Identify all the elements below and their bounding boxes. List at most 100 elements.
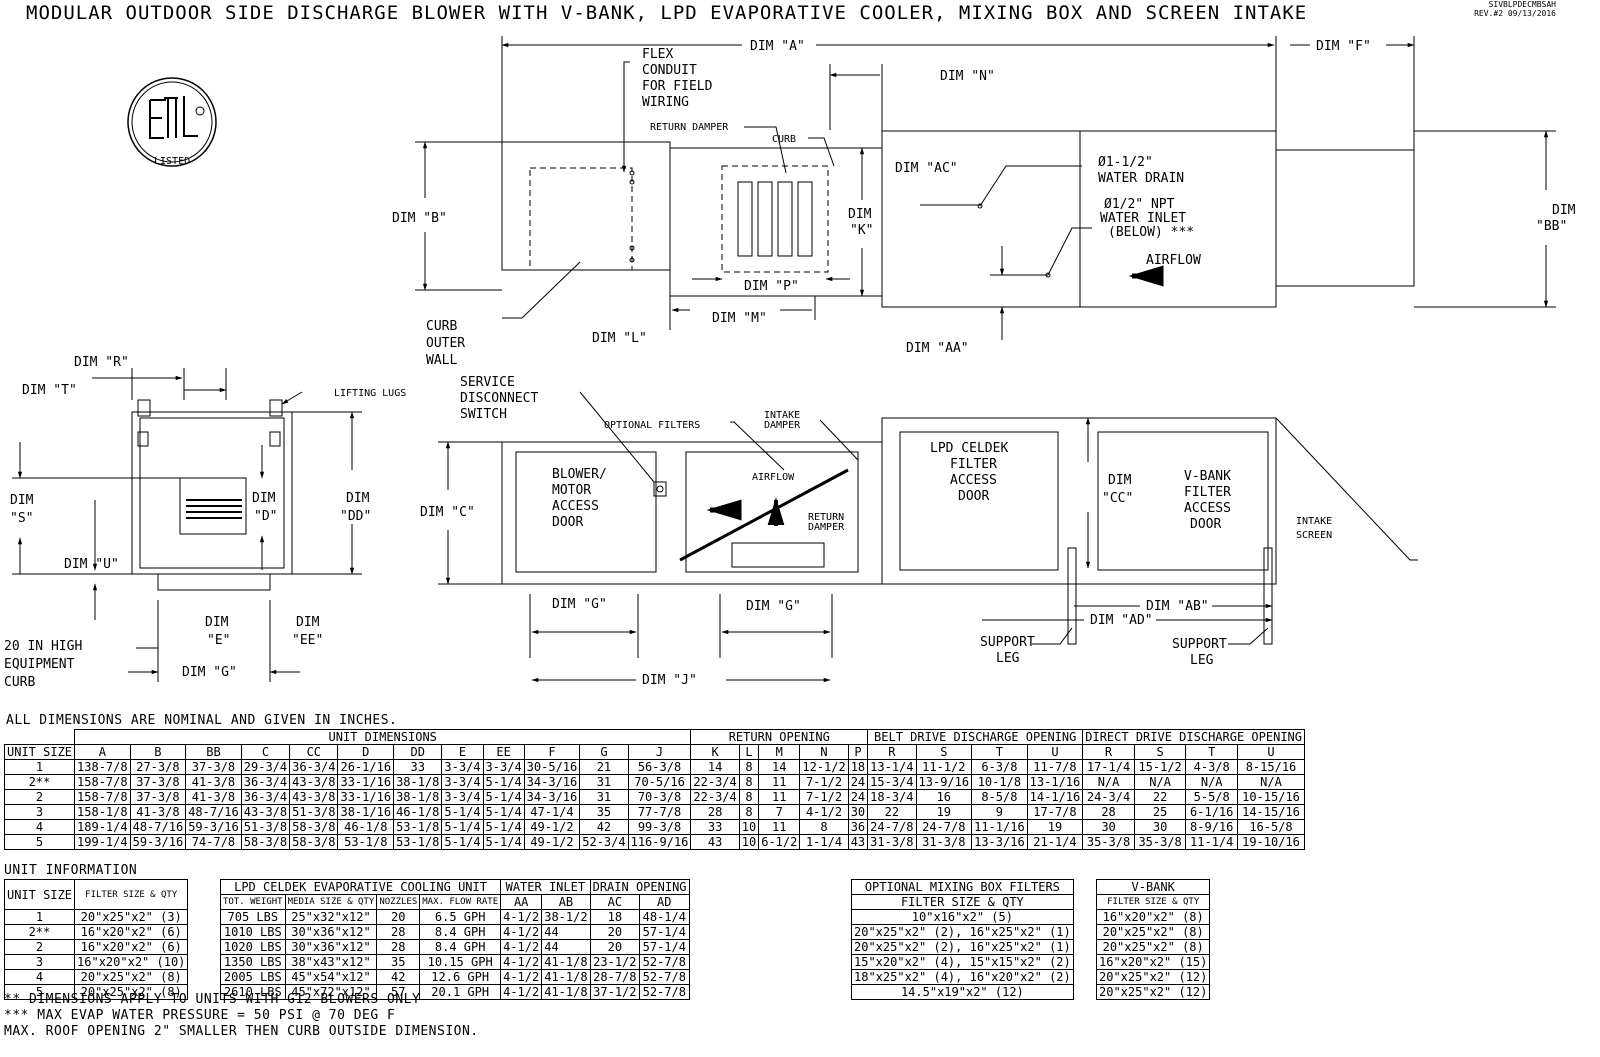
table-cell: 46-1/8 [337, 819, 395, 835]
table-cell: 33-1/16 [337, 789, 395, 805]
table-cell: 53-1/8 [393, 819, 443, 835]
dim-b-label: DIM "B" [392, 211, 447, 226]
drain-opening-header: DRAIN OPENING [589, 879, 690, 895]
table-cell: 41-1/8 [541, 984, 591, 1000]
intake-screen-1: INTAKE [1296, 516, 1332, 527]
table-cell: 10 [738, 834, 760, 850]
table-cell: 2005 LBS [220, 969, 286, 985]
table-cell: 8-15/16 [1236, 759, 1306, 775]
table-cell: 5-1/4 [482, 804, 525, 820]
dim-col-header: DD [393, 744, 443, 760]
table-cell: 28 [690, 804, 740, 820]
lpd-door-2: FILTER [950, 457, 997, 472]
table-cell: 41-3/8 [185, 789, 242, 805]
table-cell: 30 [847, 804, 869, 820]
table-cell: 1350 LBS [220, 954, 286, 970]
table-cell: 3-3/4 [441, 789, 484, 805]
table-cell: 12.6 GPH [419, 969, 502, 985]
table-cell: 28 [376, 924, 421, 940]
table-cell: 20 [589, 924, 641, 940]
table-cell: 10-15/16 [1236, 789, 1306, 805]
table-cell: 31-3/8 [867, 834, 917, 850]
table-cell: 57-1/4 [639, 939, 690, 955]
vbank-door-3: ACCESS [1184, 501, 1231, 516]
table-cell: 705 LBS [220, 909, 286, 925]
table-cell: 53-1/8 [393, 834, 443, 850]
table-cell: 18-3/4 [867, 789, 917, 805]
dim-u-label: DIM "U" [64, 557, 119, 572]
table-cell: 20"x25"x2" (2), 16"x25"x2" (1) [851, 924, 1074, 940]
table-cell: 37-3/8 [185, 759, 242, 775]
lpd-door-3: ACCESS [950, 473, 997, 488]
mixing-box-body: 10"x16"x2" (5)20"x25"x2" (2), 16"x25"x2"… [851, 909, 1074, 1000]
table-cell: 41-1/8 [541, 954, 591, 970]
table-cell: 5 [3, 834, 76, 850]
blower-door-3: ACCESS [552, 499, 599, 514]
table-cell: 13-9/16 [915, 774, 973, 790]
lpd-door-4: DOOR [958, 489, 989, 504]
table-cell: 38-1/2 [541, 909, 591, 925]
table-cell: 48-1/4 [639, 909, 690, 925]
table-cell: 38-1/8 [393, 789, 443, 805]
service-disconnect-3: SWITCH [460, 407, 507, 422]
table-cell: 22 [867, 804, 917, 820]
dim-col-header: D [337, 744, 395, 760]
table-cell: 56-3/8 [627, 759, 692, 775]
technical-drawing: LISTED [4, 36, 1576, 690]
lpd-group-header: LPD CELDEK EVAPORATIVE COOLING UNIT [219, 879, 502, 895]
table-cell: 44 [541, 939, 591, 955]
table-cell: 18"x25"x2" (4), 16"x20"x2" (2) [851, 969, 1074, 985]
table-cell: 43 [847, 834, 869, 850]
table-cell: 70-5/16 [627, 774, 692, 790]
table-cell: 41-1/8 [541, 969, 591, 985]
dim-j-label: DIM "J" [642, 673, 697, 688]
table-cell: 11 [758, 774, 801, 790]
lpd-col-header: MEDIA SIZE & QTY [284, 894, 378, 910]
table-cell: 22 [1133, 789, 1187, 805]
mixing-box-column: FILTER SIZE & QTY [851, 894, 1074, 910]
table-cell: 49-1/2 [523, 834, 581, 850]
table-cell: 24-7/8 [867, 819, 917, 835]
curb-label: CURB [772, 134, 796, 145]
group-header-direct: DIRECT DRIVE DISCHARGE OPENING [1082, 729, 1305, 745]
table-cell: 24-3/4 [1082, 789, 1135, 805]
mixing-box-header: OPTIONAL MIXING BOX FILTERS [851, 879, 1074, 895]
dim-g-end-label: DIM "G" [182, 665, 237, 680]
side-view [438, 391, 1418, 683]
table-row: 15"x20"x2" (4), 15"x15"x2" (2) [851, 954, 1074, 970]
table-cell: 33-1/16 [337, 774, 395, 790]
lpd-col-header: AA [500, 894, 543, 910]
table-cell: 29-3/4 [240, 759, 291, 775]
table-cell: 37-3/8 [129, 774, 187, 790]
dim-col-header: T [1185, 744, 1238, 760]
table-row: 20"x25"x2" (12) [1095, 984, 1211, 1000]
table-cell: 10.15 GPH [419, 954, 502, 970]
dim-ee-2: "EE" [292, 633, 323, 648]
table-cell: 11-7/8 [1026, 759, 1084, 775]
table-cell: 10-1/8 [971, 774, 1028, 790]
dim-bb-2: "BB" [1536, 219, 1567, 234]
dim-col-header: S [1133, 744, 1187, 760]
dim-col-header: S [915, 744, 973, 760]
table-cell: 8 [738, 789, 760, 805]
table-cell: 28 [376, 939, 421, 955]
dim-s-1: DIM [10, 493, 34, 508]
support-leg-1-a: SUPPORT [980, 635, 1035, 650]
curb-note-2: EQUIPMENT [4, 657, 75, 672]
table-cell: 24-7/8 [915, 819, 973, 835]
water-inlet-3: (BELOW) *** [1108, 225, 1194, 240]
table-cell: 16"x20"x2" (10) [74, 954, 189, 970]
table-cell: 11 [758, 819, 801, 835]
table-cell: 15-3/4 [867, 774, 917, 790]
table-cell: 20"x25"x2" (2), 16"x25"x2" (1) [851, 939, 1074, 955]
table-cell: 8-9/16 [1185, 819, 1238, 835]
